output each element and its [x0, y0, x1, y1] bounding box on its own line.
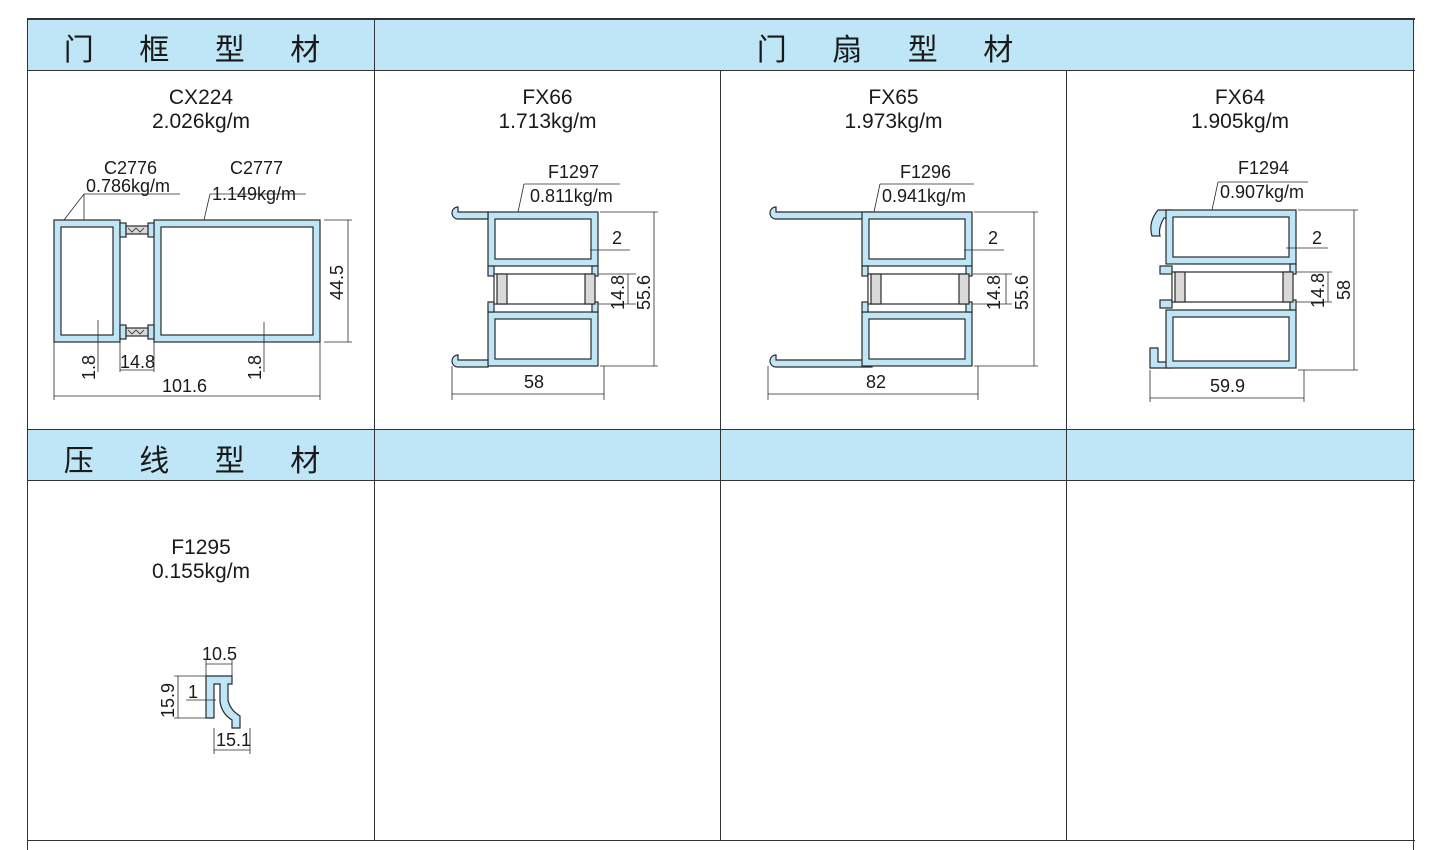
hline-top: [27, 18, 1415, 20]
fx65-drawing: F1296 0.941kg/m 2 14.8 55.6 82: [767, 162, 1038, 400]
fx64-dim-height: 58: [1334, 280, 1354, 300]
fx64-part-weight: 0.907kg/m: [1220, 182, 1304, 202]
header-frame-profiles: 门 框 型 材: [63, 33, 339, 68]
fx65-weight: 1.973kg/m: [844, 110, 943, 133]
cx224-code: CX224: [168, 86, 234, 109]
fx66-mid-chamber: [493, 273, 593, 305]
f1295-dim-wall: 1: [188, 682, 198, 702]
c2776-tab-top: [119, 222, 127, 238]
thermal-strip-bot: [125, 327, 149, 337]
f1295-drawing: 10.5 15.9 1 15.1: [158, 644, 251, 754]
fx65-bot-flange: [769, 354, 873, 368]
fx66-strip-left: [496, 273, 508, 305]
header-band-row1: [27, 19, 1414, 70]
fx66-weight: 1.713kg/m: [498, 110, 597, 133]
fx64-part-code: F1294: [1238, 158, 1289, 178]
fx64-drawing: F1294 0.907kg/m 2 14.8 58 59.9: [1149, 158, 1358, 402]
c2776-weight: 0.786kg/m: [86, 176, 170, 196]
cx224-dim-width: 101.6: [162, 376, 207, 396]
fx66-part-code: F1297: [548, 162, 599, 182]
fx64-mid-chamber: [1171, 271, 1291, 303]
c2777-tab-bot: [147, 324, 155, 340]
fx66-code: FX66: [522, 86, 573, 109]
cx224-weight: 2.026kg/m: [151, 110, 251, 133]
cx224-dim-wall-b: 1.8: [245, 355, 265, 380]
fx64-strip-right: [1282, 271, 1294, 303]
fx66-dim-width: 58: [524, 372, 544, 392]
vline-left: [27, 18, 28, 850]
fx64-dim-width: 59.9: [1210, 376, 1245, 396]
fx65-strip-left: [870, 273, 882, 305]
fx64-dim-gap: 14.8: [1308, 273, 1328, 308]
f1295-profile: [205, 675, 241, 729]
fx64-weight: 1.905kg/m: [1190, 110, 1290, 133]
fx65-dim-height: 55.6: [1012, 275, 1032, 310]
fx65-dim-gap: 14.8: [984, 275, 1004, 310]
fx65-dim-width: 82: [866, 372, 886, 392]
hline-h1: [27, 70, 1415, 71]
f1295-dim-top: 10.5: [202, 644, 237, 664]
f1295-title: F1295 0.155kg/m: [28, 536, 374, 584]
vline-2: [720, 70, 721, 841]
fx64-strip-left: [1174, 271, 1186, 303]
cx224-title: CX224 2.026kg/m: [28, 86, 374, 134]
vline-right: [1413, 18, 1414, 850]
fx64-dim-wall: 2: [1312, 228, 1322, 248]
f1295-code: F1295: [171, 536, 231, 559]
fx65-title: FX65 1.973kg/m: [721, 86, 1066, 134]
fx65-top-flange: [769, 206, 873, 220]
fx65-part-weight: 0.941kg/m: [882, 186, 966, 206]
c2777-weight: 1.149kg/m: [212, 184, 296, 204]
cx224-dim-wall-a: 1.8: [79, 355, 99, 380]
vline-3: [1066, 70, 1067, 841]
hline-bottom: [27, 840, 1415, 841]
fx65-mid-chamber: [867, 273, 967, 305]
fx66-dim-gap: 14.8: [608, 275, 628, 310]
header-sash-profiles: 门 扇 型 材: [756, 33, 1032, 68]
hline-h2: [27, 429, 1415, 430]
header-bead-profiles: 压 线 型 材: [63, 444, 339, 479]
f1295-dim-height: 15.9: [158, 683, 178, 718]
fx65-strip-right: [958, 273, 970, 305]
thermal-strip-top: [125, 225, 149, 235]
c2777-code: C2777: [230, 158, 283, 178]
cx224-drawing: C2776 0.786kg/m C2777 1.149kg/m 44.5 1.8…: [53, 158, 352, 400]
f1295-dim-bottom: 15.1: [216, 730, 251, 750]
fx65-dim-wall: 2: [988, 228, 998, 248]
f1295-weight: 0.155kg/m: [151, 560, 251, 583]
fx66-part-weight: 0.811kg/m: [530, 186, 613, 206]
fx66-dim-wall: 2: [612, 228, 622, 248]
fx65-code: FX65: [868, 86, 919, 109]
c2776-inner: [60, 226, 114, 336]
cx224-dim-gap: 14.8: [120, 352, 155, 372]
fx66-drawing: F1297 0.811kg/m 2 14.8 55.6 58: [451, 162, 658, 400]
vline-1: [374, 18, 375, 841]
fx66-title: FX66 1.713kg/m: [375, 86, 720, 134]
fx66-strip-right: [584, 273, 596, 305]
c2777-tab-top: [147, 222, 155, 238]
fx65-part-code: F1296: [900, 162, 951, 182]
c2776-tab-bot: [119, 324, 127, 340]
fx64-code: FX64: [1214, 86, 1266, 109]
c2777-inner: [160, 226, 314, 336]
fx66-dim-height: 55.6: [634, 275, 654, 310]
c2776-code: C2776: [104, 158, 157, 178]
fx64-title: FX64 1.905kg/m: [1067, 86, 1413, 134]
hline-h3: [27, 480, 1415, 481]
cx224-dim-height: 44.5: [327, 265, 347, 300]
